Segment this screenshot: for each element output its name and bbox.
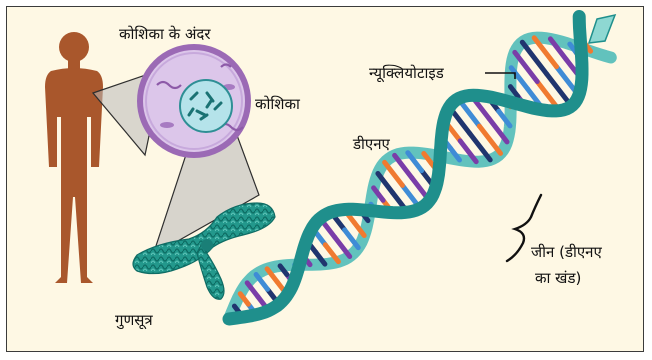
label-nucleotide: न्यूक्लियोटाइड: [369, 64, 444, 83]
diagram-frame: कोशिका के अंदर कोशिका न्यूक्लियोटाइड डीए…: [6, 6, 644, 352]
dna-base-pair: [335, 237, 350, 256]
label-dna: डीएनए: [353, 135, 390, 154]
label-gene-line2: का खंड): [535, 269, 581, 288]
human-silhouette-icon: [45, 32, 103, 283]
label-cell: कोशिका: [255, 95, 300, 114]
label-gene-line1: जीन (डीएनए: [531, 243, 602, 262]
label-inside-cell: कोशिका के अंदर: [119, 25, 211, 44]
diagram-canvas: [7, 7, 644, 352]
dna-base-pair: [345, 230, 359, 248]
dna-ribbon-end: [589, 15, 615, 43]
dna-base-pair: [234, 306, 238, 312]
cell-icon: [140, 47, 248, 155]
label-chromosome: गुणसूत्र: [115, 311, 153, 330]
